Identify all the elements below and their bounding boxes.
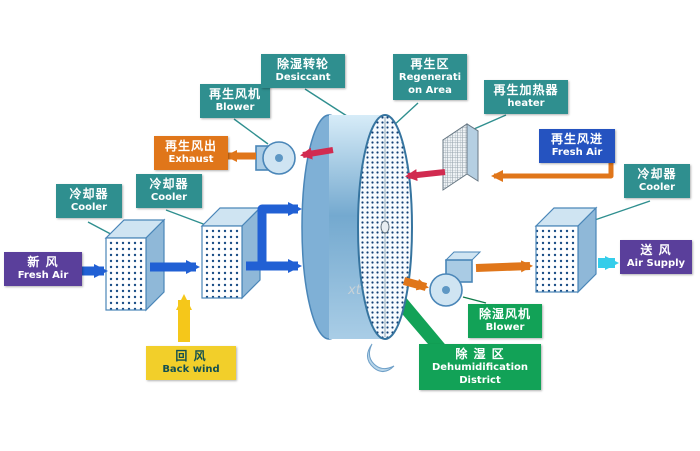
cooler-box-1 (104, 218, 166, 312)
label-desiccant-wheel: 除湿转轮 Desiccant (261, 54, 345, 88)
label-regen-exhaust: 再生风出 Exhaust (154, 136, 228, 170)
label-air-supply: 送 风 Air Supply (620, 240, 692, 274)
label-cooler-right: 冷却器 Cooler (624, 164, 690, 198)
label-regen-fresh-air: 再生风进 Fresh Air (539, 129, 615, 163)
label-connector-lines (87, 88, 651, 304)
label-dehumid-district: 除 湿 区 Dehumidification District (419, 344, 541, 390)
label-regen-area: 再生区 Regenerati on Area (393, 54, 467, 100)
label-cooler-left-2: 冷却器 Cooler (136, 174, 202, 208)
cooler-box-right (534, 206, 598, 294)
label-fresh-air-in: 新 风 Fresh Air (4, 252, 82, 286)
dehumid-blower-shape (429, 251, 482, 307)
label-regen-blower: 再生风机 Blower (200, 84, 270, 118)
desiccant-wheel-shape (301, 114, 413, 340)
regen-heater-panel (442, 123, 479, 191)
label-back-wind: 回 风 Back wind (146, 346, 236, 380)
regen-blower-shape (255, 141, 296, 175)
watermark-text: xt (348, 283, 361, 298)
label-cooler-left-1: 冷却器 Cooler (56, 184, 122, 218)
label-dehumid-blower: 除湿风机 Blower (468, 304, 542, 338)
condensate-swoosh (367, 343, 395, 372)
supply-air-arrows (402, 256, 619, 291)
label-regen-heater: 再生加热器 heater (484, 80, 568, 114)
cooler-box-2 (200, 206, 262, 300)
